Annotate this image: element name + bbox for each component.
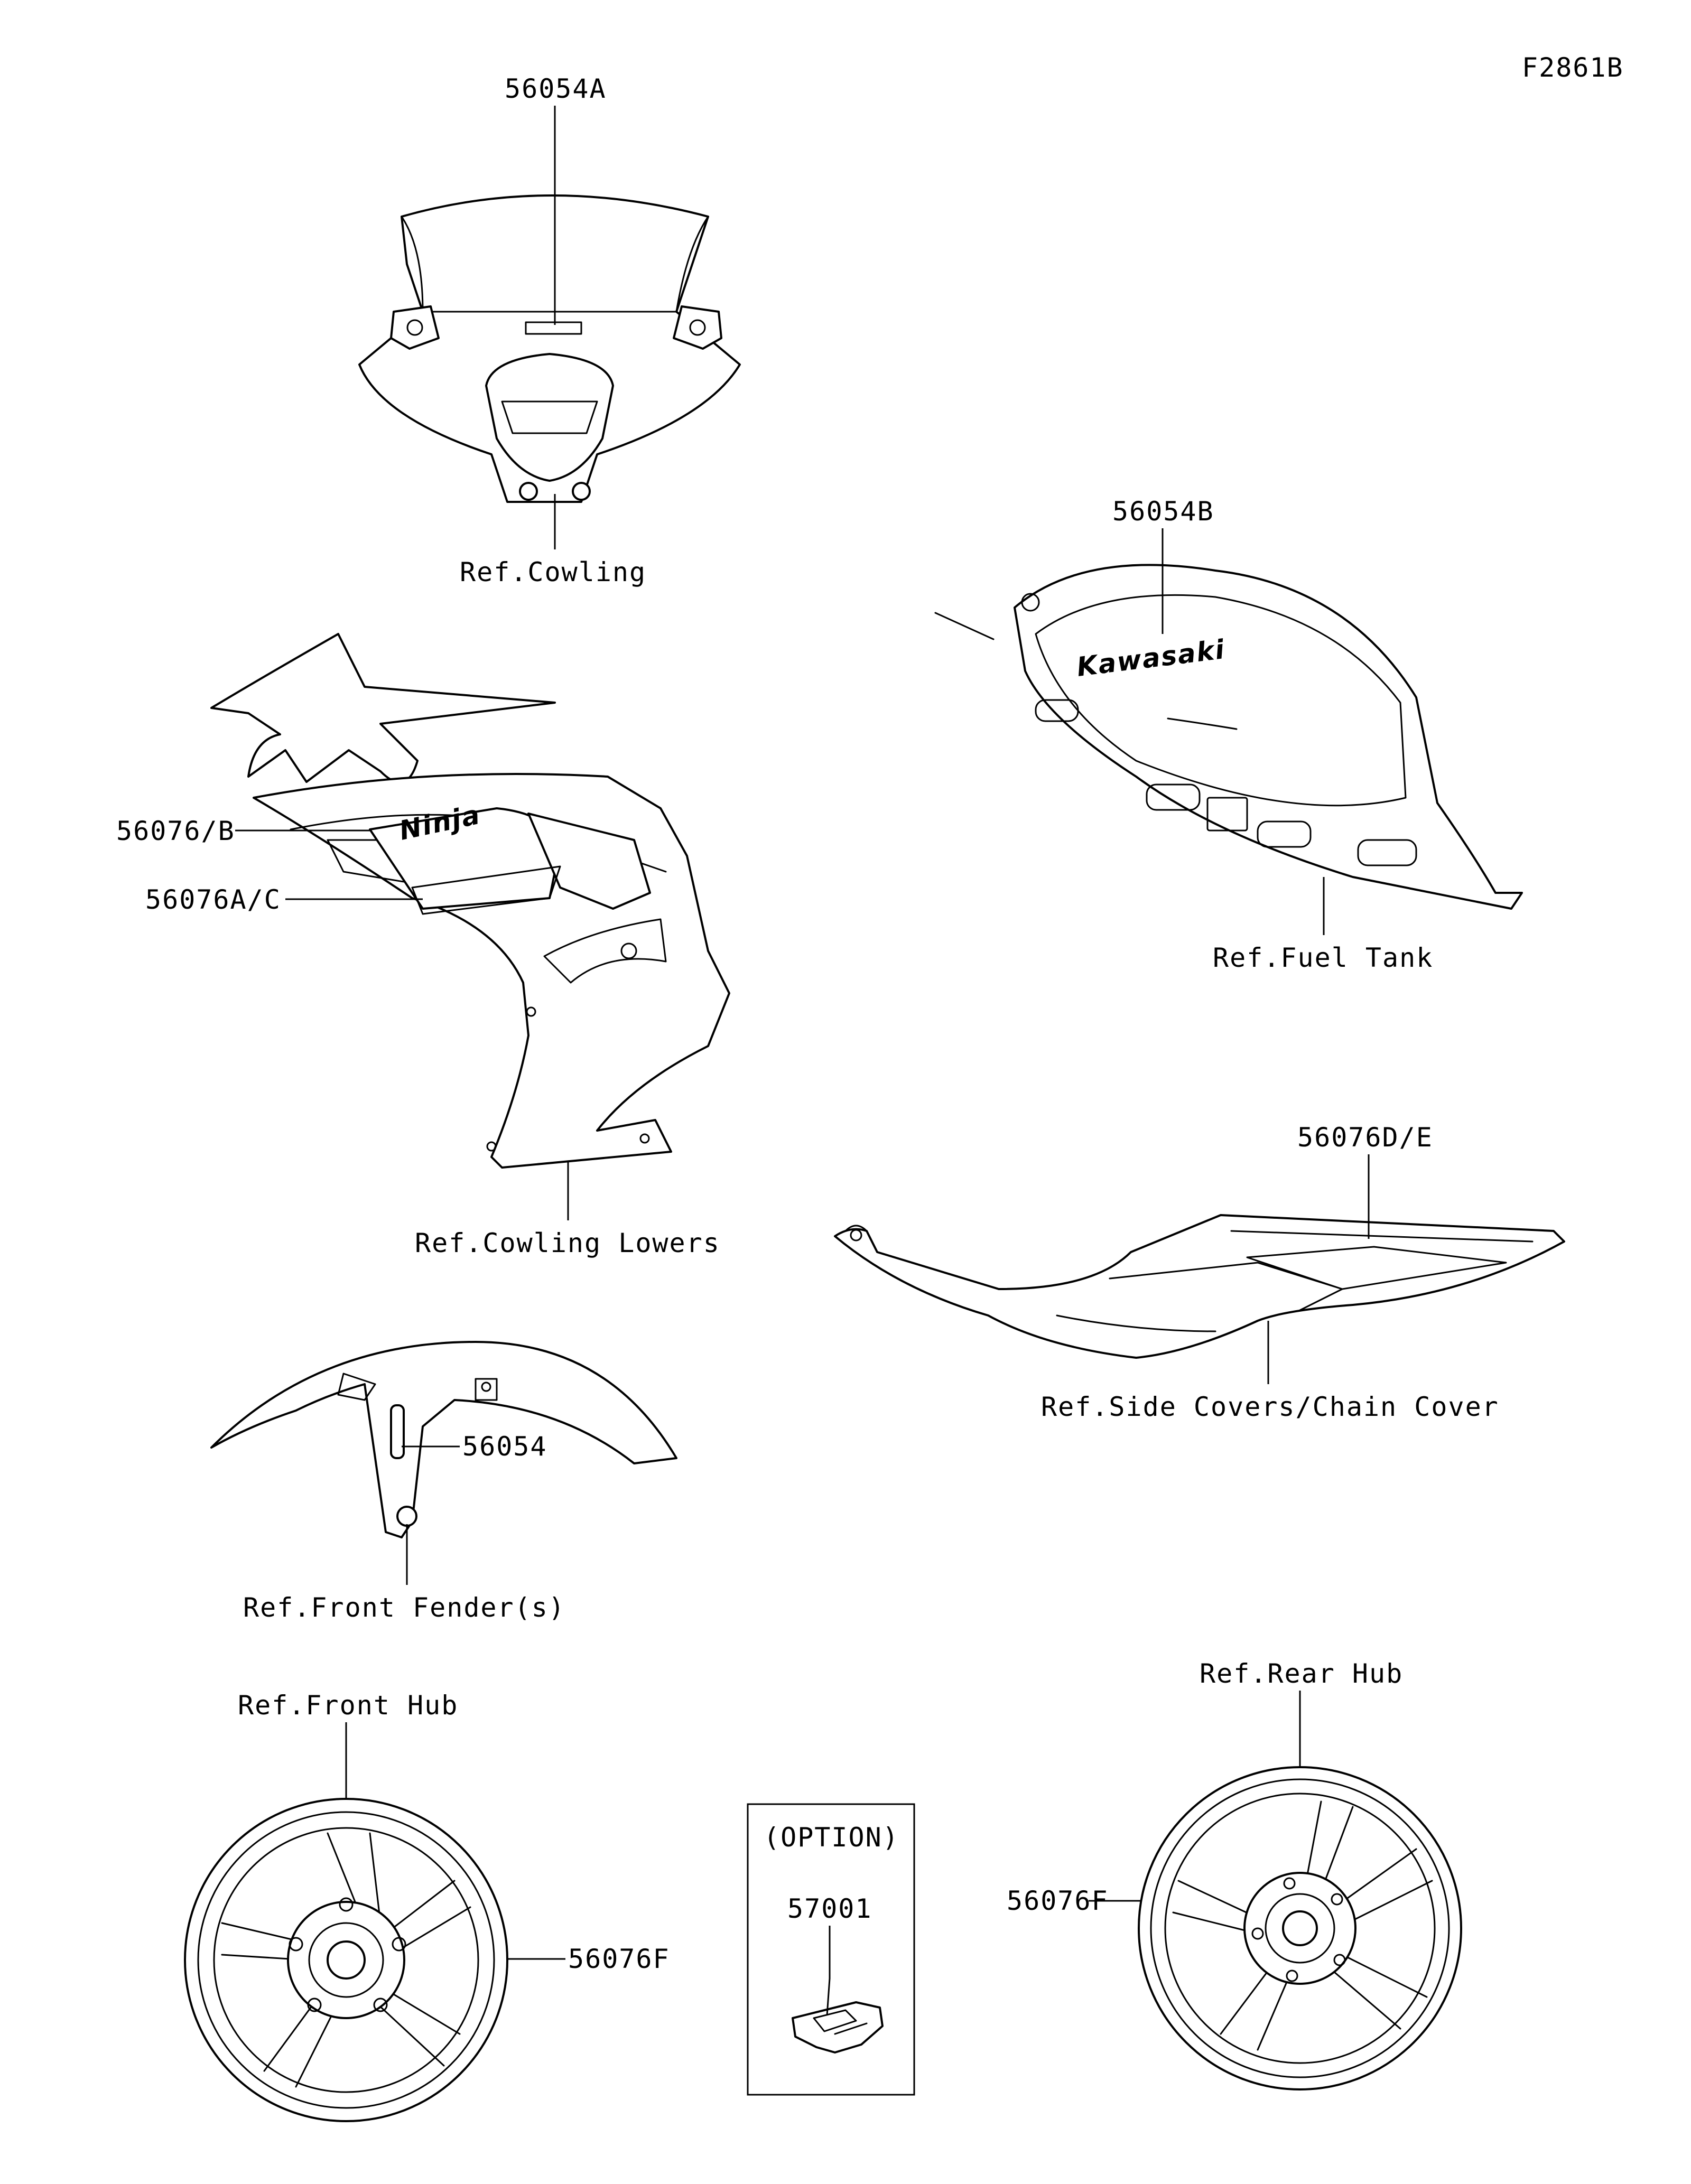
- front-fender-drawing: [210, 1341, 677, 1538]
- cowling-drawing: [358, 194, 741, 503]
- ref-rear-hub: Ref.Rear Hub: [1200, 1658, 1403, 1689]
- rear-wheel-drawing: [1138, 1766, 1462, 2090]
- callout-56076b: 56076/B: [116, 816, 235, 846]
- option-box: [747, 1803, 915, 2096]
- callout-56076ac: 56076A/C: [145, 884, 281, 915]
- cowling-lowers-drawing: Ninja: [210, 633, 730, 1169]
- ref-front-hub: Ref.Front Hub: [238, 1690, 458, 1721]
- callout-57001: 57001: [787, 1893, 872, 1924]
- ref-cowling-lowers: Ref.Cowling Lowers: [415, 1228, 720, 1258]
- fuel-tank-drawing: Kawasaki: [934, 564, 1523, 910]
- side-covers-drawing: [834, 1214, 1565, 1359]
- callout-56076f-front: 56076F: [568, 1944, 670, 1974]
- ref-fuel-tank: Ref.Fuel Tank: [1213, 942, 1433, 973]
- callout-56054a: 56054A: [505, 73, 607, 104]
- ref-cowling: Ref.Cowling: [460, 557, 646, 587]
- figure-id: F2861B: [1522, 52, 1624, 83]
- callout-56054b: 56054B: [1112, 496, 1214, 527]
- callout-56054: 56054: [462, 1431, 547, 1462]
- leader-57001: [826, 1926, 831, 2016]
- callout-56076de: 56076D/E: [1297, 1122, 1433, 1153]
- ref-front-fender: Ref.Front Fender(s): [243, 1592, 565, 1623]
- option-title: (OPTION): [764, 1822, 899, 1853]
- ref-side-covers: Ref.Side Covers/Chain Cover: [1041, 1392, 1499, 1422]
- front-wheel-drawing: [184, 1798, 508, 2122]
